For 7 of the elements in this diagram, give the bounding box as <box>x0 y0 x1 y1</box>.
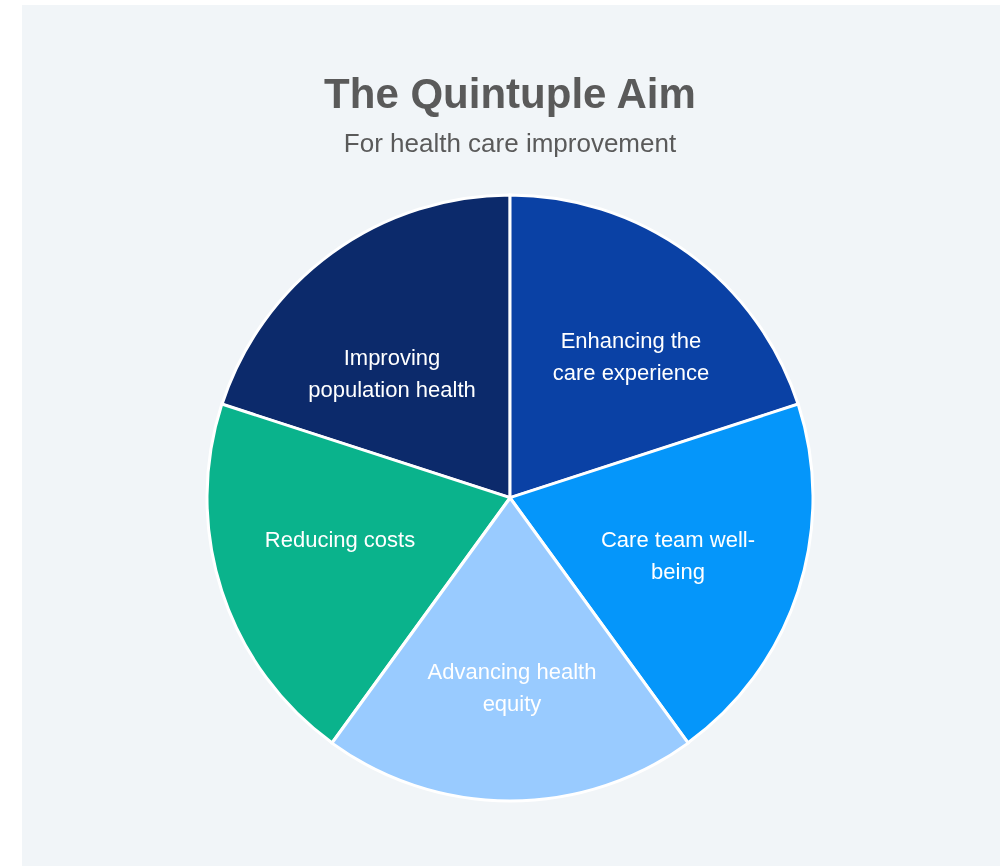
segment-label: Advancing health equity <box>427 658 597 718</box>
title: The Quintuple Aim <box>323 70 697 118</box>
segment-label: Improving population health <box>307 344 477 404</box>
segment-label: Reducing costs <box>263 526 417 554</box>
segment-label: Care team well-being <box>599 526 756 586</box>
subtitle: For health care improvement <box>342 128 678 159</box>
segment-label: Enhancing the care experience <box>551 327 711 387</box>
